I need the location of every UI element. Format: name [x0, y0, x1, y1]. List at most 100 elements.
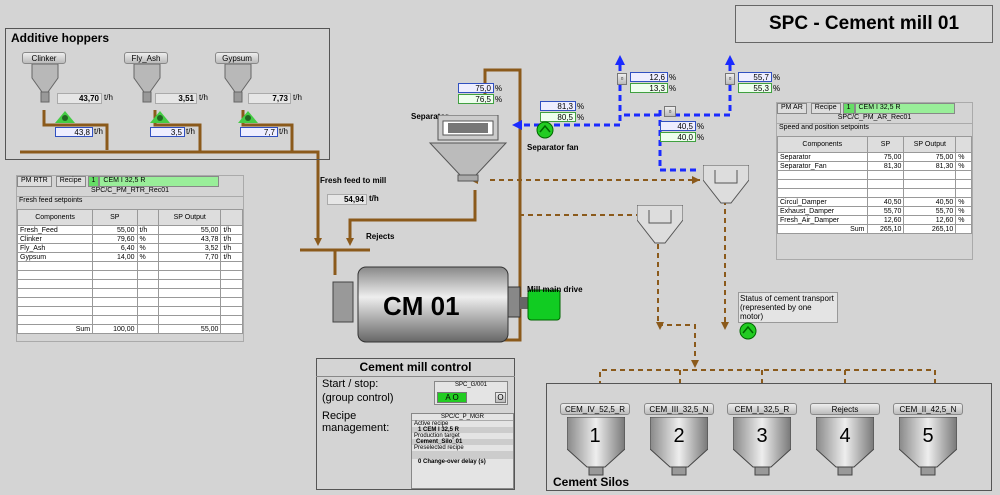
preselected-label: Preselected recipe	[414, 445, 464, 451]
start-button[interactable]: A O	[437, 392, 467, 403]
rtr-table-panel: PM RTR Recipe 1 CEM I 32,5 R SPC/C_PM_RT…	[16, 175, 244, 342]
separator-fan-label: Separator fan	[527, 143, 579, 152]
cell: %	[955, 152, 972, 162]
clinker-sp[interactable]: 43,8	[55, 127, 93, 137]
unit: %	[669, 84, 677, 93]
damper-3-button[interactable]: ▫	[664, 106, 676, 117]
separator-icon[interactable]	[428, 115, 508, 195]
recipe-tab[interactable]: Recipe	[55, 176, 86, 187]
cell: t/h	[136, 225, 159, 235]
cell[interactable]: 75,00	[866, 152, 905, 162]
silo-number: 1	[589, 425, 601, 447]
separator-pv[interactable]: 75,0	[458, 83, 494, 93]
changeover-delay: 0 Change-over delay (s)	[418, 459, 486, 465]
col-header	[136, 209, 159, 226]
damper1-sp: 13,3	[630, 83, 668, 93]
cell[interactable]: 40,50	[866, 197, 905, 207]
table-row	[16, 306, 243, 316]
unit: %	[697, 122, 705, 131]
rec-id: SPC/C_PM_RTR_Rec01	[17, 187, 243, 197]
separator-fan-pv[interactable]: 81,3	[540, 101, 576, 111]
unit: %	[773, 84, 781, 93]
unit: t/h	[199, 93, 208, 102]
fly-ash-sp[interactable]: 3,5	[150, 127, 185, 137]
damper1-pv[interactable]: 12,6	[630, 72, 668, 82]
mill-drive-label: Mill main drive	[527, 285, 583, 294]
mill-icon[interactable]	[328, 262, 568, 352]
silo-number: 4	[839, 425, 851, 447]
hoppers-title: Additive hoppers	[11, 31, 110, 45]
cell[interactable]: 14,00	[92, 252, 138, 262]
cell: Fresh_Feed	[16, 225, 94, 235]
recipe-mgr-box: SPC/C_P_MGR Active recipe 1 CEM I 32,5 R…	[411, 413, 514, 489]
cell: t/h	[220, 225, 243, 235]
hopper-clinker[interactable]: Clinker	[22, 52, 66, 64]
hopper-gypsum[interactable]: Gypsum	[215, 52, 259, 64]
table-row	[777, 170, 972, 180]
cell[interactable]: 6,40	[92, 243, 138, 253]
fresh-feed-value: 54,94	[327, 194, 367, 205]
cell: 81,30	[903, 161, 957, 171]
damper-2-button[interactable]: ▫	[725, 73, 735, 85]
table-row	[16, 288, 243, 298]
cell: Sum	[16, 324, 94, 334]
stop-button[interactable]: O	[495, 392, 506, 403]
silo-label-3[interactable]: CEM_I_32,5_R	[727, 403, 797, 415]
damper2-pv[interactable]: 55,7	[738, 72, 772, 82]
silo-label-1[interactable]: CEM_IV_52,5_R	[560, 403, 630, 415]
motor-icon[interactable]	[739, 322, 757, 340]
cell: Separator	[777, 152, 868, 162]
fresh-feed-label: Fresh feed to mill	[320, 176, 387, 185]
ar-tab[interactable]: PM AR	[777, 103, 807, 114]
cell: 7,70	[157, 252, 222, 262]
active-recipe-label: Active recipe	[414, 421, 449, 427]
cell: 43,78	[157, 234, 222, 244]
hopper-icon	[224, 64, 252, 103]
cell[interactable]: 55,70	[866, 206, 905, 216]
col-header: SP Output	[157, 209, 222, 226]
damper-1-button[interactable]: ▫	[617, 73, 627, 85]
preselected-value[interactable]	[412, 451, 513, 459]
unit: t/h	[279, 127, 288, 136]
feeder-icon	[238, 111, 258, 123]
silo-label-2[interactable]: CEM_III_32,5_N	[644, 403, 714, 415]
silo-label-4[interactable]: Rejects	[810, 403, 880, 415]
gypsum-sp[interactable]: 7,7	[240, 127, 278, 137]
cell[interactable]: 79,60	[92, 234, 138, 244]
cell: 55,70	[903, 206, 957, 216]
silo-label-5[interactable]: CEM_II_42,5_N	[893, 403, 963, 415]
damper3-pv[interactable]: 40,5	[660, 121, 696, 131]
cell: %	[955, 197, 972, 207]
col-header: Components	[16, 209, 94, 226]
cell[interactable]: 12,60	[866, 215, 905, 225]
unit: t/h	[104, 93, 113, 102]
unit: %	[577, 113, 585, 122]
cyclone-icon	[637, 205, 683, 244]
silo-icon	[567, 417, 625, 476]
recipe-num: 1	[87, 176, 100, 187]
recipe-tab[interactable]: Recipe	[810, 103, 841, 114]
hopper-fly-ash[interactable]: Fly_Ash	[124, 52, 168, 64]
recipe-name: CEM I 32,5 R	[99, 176, 220, 187]
silo-icon	[816, 417, 874, 476]
fan-icon[interactable]	[536, 121, 554, 139]
unit: %	[669, 73, 677, 82]
rec-id: SPC/C_PM_AR_Rec01	[777, 114, 972, 124]
silo-icon	[650, 417, 708, 476]
cell: t/h	[220, 252, 243, 262]
col-header	[220, 209, 243, 226]
cell: Exhaust_Damper	[777, 206, 868, 216]
silo-number: 2	[673, 425, 685, 447]
cell[interactable]: 55,00	[92, 225, 138, 235]
cell[interactable]: 81,30	[866, 161, 905, 171]
section-label: Fresh feed setpoints	[19, 197, 83, 204]
col-header: SP	[92, 209, 138, 226]
rtr-tab[interactable]: PM RTR	[17, 176, 52, 187]
group-control-box: SPC_G/001 A O O	[434, 381, 508, 405]
